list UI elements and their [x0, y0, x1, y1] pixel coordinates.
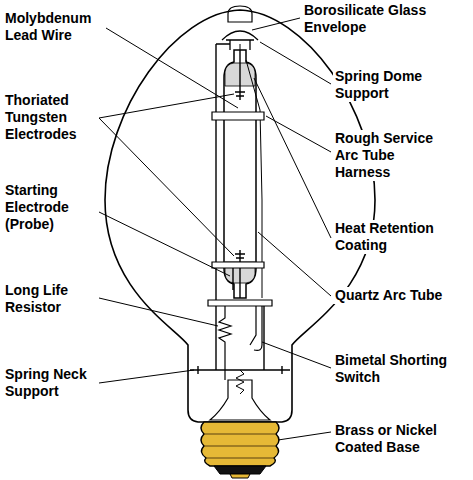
- part-label: Spring Dome Support: [333, 68, 458, 102]
- part-label: Long Life Resistor: [3, 282, 98, 316]
- lead-wire: [240, 44, 262, 298]
- mount-plate: [208, 300, 272, 306]
- electrode: [235, 50, 245, 298]
- dome-tip: [228, 6, 252, 22]
- part-label: Rough Service Arc Tube Harness: [333, 130, 445, 181]
- bimetal-switch: [250, 306, 262, 350]
- resistor-symbol: [219, 306, 231, 380]
- screw-base: [201, 422, 279, 466]
- part-label: Bimetal Shorting Switch: [333, 352, 458, 386]
- part-label: Borosilicate Glass Envelope: [302, 2, 432, 36]
- thread-lines: [204, 434, 276, 458]
- part-label: Heat Retention Coating: [333, 220, 458, 254]
- base-insulator: [214, 466, 266, 474]
- stem-spring: [236, 370, 244, 394]
- part-label: Starting Electrode (Probe): [3, 182, 98, 233]
- part-label: Molybdenum Lead Wire: [3, 10, 103, 44]
- neck-support: [190, 306, 290, 374]
- glass-stem: [210, 380, 270, 420]
- part-label: Quartz Arc Tube: [333, 287, 471, 304]
- base-contact: [230, 474, 250, 478]
- leader-lines: [99, 18, 331, 440]
- part-label: Spring Neck Support: [3, 366, 98, 400]
- arc-tube: [224, 50, 256, 298]
- part-label: Thoriated Tungsten Electrodes: [3, 92, 98, 143]
- harness: [212, 112, 264, 268]
- part-label: Brass or Nickel Coated Base: [333, 422, 458, 456]
